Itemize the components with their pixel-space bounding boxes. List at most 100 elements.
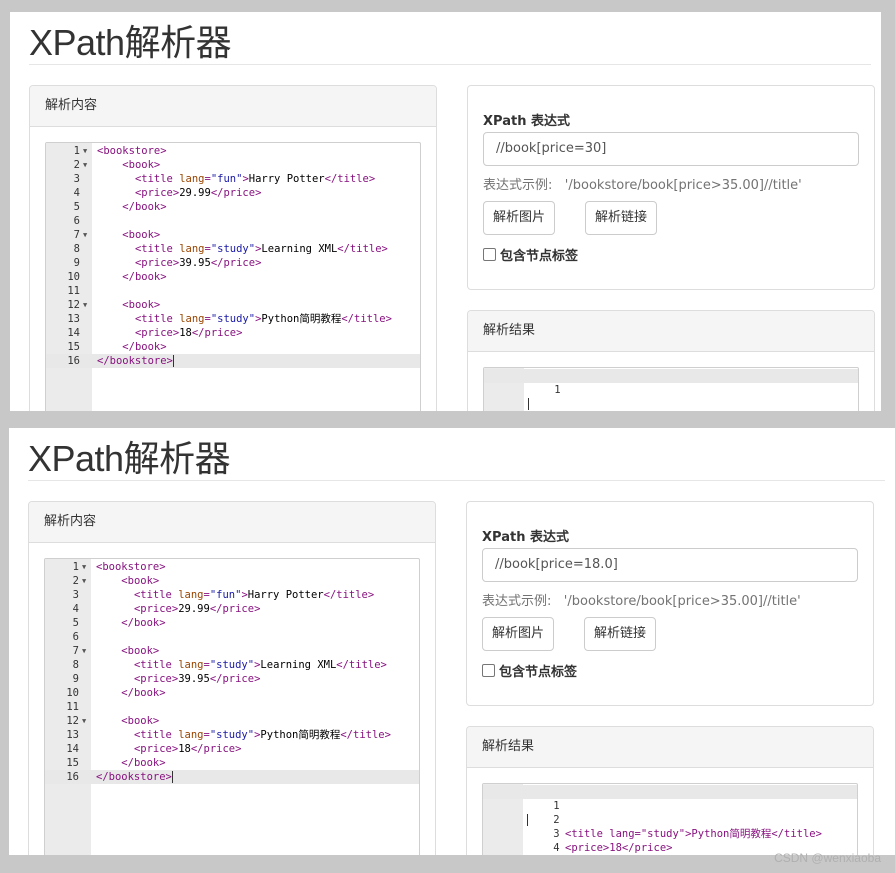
result-panel-heading: 解析结果 xyxy=(468,311,874,352)
code-line: 12▼ <book> xyxy=(46,298,420,312)
hint-label: 表达式示例: xyxy=(483,178,553,193)
code-text: <price>29.99</price> xyxy=(134,187,262,199)
line-number: 1 xyxy=(72,561,79,573)
xpath-input[interactable]: //book[price=18.0] xyxy=(482,548,858,582)
line-number: 11 xyxy=(66,701,79,713)
line-number: 7 xyxy=(72,645,79,657)
code-text: </book> xyxy=(122,201,167,213)
result-panel-heading: 解析结果 xyxy=(467,727,873,768)
line-number: 7 xyxy=(73,229,80,241)
fold-arrow-icon[interactable]: ▼ xyxy=(82,577,87,585)
code-text: <price>39.95</price> xyxy=(134,257,262,269)
watermark: CSDN @wenxiaoba xyxy=(774,851,881,865)
line-number: 1 xyxy=(73,145,80,157)
parse-link-button[interactable]: 解析链接 xyxy=(584,617,656,651)
content-panel-heading: 解析内容 xyxy=(30,86,436,127)
result-code: <price>18</price> xyxy=(565,842,673,854)
code-line: 9 <price>39.95</price> xyxy=(46,256,420,270)
code-line: 15 </book> xyxy=(46,340,420,354)
line-number: 4 xyxy=(72,603,79,615)
code-line: 5 </book> xyxy=(45,616,419,630)
code-text: <price>39.95</price> xyxy=(133,673,261,685)
code-text: <price>18</price> xyxy=(134,327,243,339)
code-text: <title lang="study">Learning XML</title> xyxy=(133,659,387,671)
page-title: XPath解析器 xyxy=(29,22,232,63)
xml-editor[interactable]: 1▼<bookstore>2▼ <book>3 <title lang="fun… xyxy=(44,558,420,855)
fold-arrow-icon[interactable]: ▼ xyxy=(82,717,87,725)
line-number: 13 xyxy=(67,313,80,325)
line-number: 2 xyxy=(73,159,80,171)
include-node-tags-checkbox[interactable]: 包含节点标签 xyxy=(483,245,578,264)
content-panel: 解析内容 1▼<bookstore>2▼ <book>3 <title lang… xyxy=(28,501,436,855)
code-text: <bookstore> xyxy=(96,561,166,573)
code-line: 12▼ <book> xyxy=(45,714,419,728)
code-text: <title lang="fun">Harry Potter</title> xyxy=(134,173,376,185)
result-line: 1 xyxy=(483,785,857,826)
code-line: 2▼ <book> xyxy=(46,158,420,172)
xml-editor[interactable]: 1▼<bookstore>2▼ <book>3 <title lang="fun… xyxy=(45,142,421,411)
code-text: </book> xyxy=(121,617,166,629)
line-number: 5 xyxy=(73,201,80,213)
line-number: 13 xyxy=(66,729,79,741)
line-number: 9 xyxy=(73,257,80,269)
code-line: 4 <price>29.99</price> xyxy=(45,602,419,616)
result-panel: 解析结果 1 xyxy=(467,310,875,411)
code-line: 16</bookstore> xyxy=(46,354,420,368)
line-number: 10 xyxy=(67,271,80,283)
line-number: 15 xyxy=(67,341,80,353)
screenshot-before: XPath解析器 解析内容 1▼<bookstore>2▼ <book>3 <t… xyxy=(10,12,881,411)
code-line: 8 <title lang="study">Learning XML</titl… xyxy=(46,242,420,256)
fold-arrow-icon[interactable]: ▼ xyxy=(83,161,88,169)
checkbox-box[interactable] xyxy=(483,248,496,261)
hint-example: '/bookstore/book[price>35.00]//title' xyxy=(564,178,802,193)
xpath-label: XPath 表达式 xyxy=(482,530,569,545)
parse-link-button[interactable]: 解析链接 xyxy=(585,201,657,235)
code-text: <price>29.99</price> xyxy=(133,603,261,615)
code-text: <book> xyxy=(122,299,161,311)
line-number: 3 xyxy=(73,173,80,185)
title-divider xyxy=(29,64,871,65)
fold-arrow-icon[interactable]: ▼ xyxy=(83,301,88,309)
code-text: <book> xyxy=(122,229,161,241)
line-number: 10 xyxy=(66,687,79,699)
xpath-panel: XPath 表达式 //book[price=30] 表达式示例: '/book… xyxy=(467,85,875,290)
result-line: 2 <title lang="study">Python简明教程</title> xyxy=(553,814,822,840)
result-line: 1 xyxy=(484,369,858,410)
fold-arrow-icon[interactable]: ▼ xyxy=(82,563,87,571)
line-number: 15 xyxy=(66,757,79,769)
fold-arrow-icon[interactable]: ▼ xyxy=(83,147,88,155)
code-text: </book> xyxy=(122,341,167,353)
line-number: 2 xyxy=(72,575,79,587)
result-editor[interactable]: 1 2 <title lang="study">Python简明教程</titl… xyxy=(482,783,858,855)
fold-arrow-icon[interactable]: ▼ xyxy=(83,231,88,239)
screenshot-after: XPath解析器 解析内容 1▼<bookstore>2▼ <book>3 <t… xyxy=(9,428,895,855)
checkbox-label: 包含节点标签 xyxy=(500,249,579,264)
code-line: 10 </book> xyxy=(45,686,419,700)
line-number: 9 xyxy=(72,673,79,685)
fold-arrow-icon[interactable]: ▼ xyxy=(82,647,87,655)
code-line: 1▼ <bookstore> xyxy=(45,560,419,574)
code-line: 4 <price>29.99</price> xyxy=(46,186,420,200)
xpath-input[interactable]: //book[price=30] xyxy=(483,132,859,166)
code-line: 13 <title lang="study">Python简明教程</title… xyxy=(46,312,420,326)
line-number-gutter xyxy=(45,559,91,855)
code-text: <book> xyxy=(122,159,161,171)
code-line: 14 <price>18</price> xyxy=(45,742,419,756)
result-editor[interactable]: 1 xyxy=(483,367,859,411)
result-code: <title lang="study">Python简明教程</title> xyxy=(565,828,822,840)
code-line: 11 xyxy=(45,700,419,714)
xpath-label: XPath 表达式 xyxy=(483,114,570,129)
code-text: <book> xyxy=(121,645,160,657)
parse-image-button[interactable]: 解析图片 xyxy=(482,617,554,651)
parse-image-button[interactable]: 解析图片 xyxy=(483,201,555,235)
line-number: 11 xyxy=(67,285,80,297)
expression-example: 表达式示例: '/bookstore/book[price>35.00]//ti… xyxy=(483,174,802,193)
line-number: 8 xyxy=(72,659,79,671)
code-line: 7▼ <book> xyxy=(45,644,419,658)
line-number: 14 xyxy=(66,743,79,755)
code-text: </book> xyxy=(122,271,167,283)
include-node-tags-checkbox[interactable]: 包含节点标签 xyxy=(482,661,577,680)
content-panel-heading: 解析内容 xyxy=(29,502,435,543)
code-text: </book> xyxy=(121,687,166,699)
checkbox-box[interactable] xyxy=(482,664,495,677)
